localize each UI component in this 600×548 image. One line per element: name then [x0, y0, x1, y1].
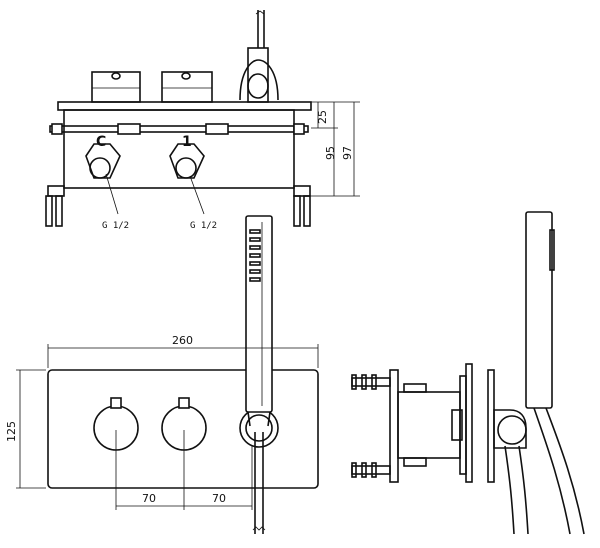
- outlet-1-label: 1: [182, 134, 192, 150]
- side-body: [397, 391, 461, 459]
- top-view: C 1 G 1/2 G 1/2 25 95 97: [45, 10, 360, 231]
- top-foot-left: [47, 185, 65, 197]
- dim-width: 260: [172, 334, 193, 347]
- thread-c-label: G 1/2: [102, 221, 129, 231]
- front-view: 260 125 70 70: [5, 215, 319, 534]
- top-foot-right: [293, 185, 311, 197]
- front-plate: [47, 369, 319, 489]
- dim-spacing-right: 70: [212, 492, 226, 505]
- dim-depth-total: 97: [341, 146, 354, 160]
- side-view: [351, 211, 585, 535]
- side-bolt-top: [351, 377, 391, 387]
- side-flange: [459, 375, 467, 475]
- hand-shower-nozzles: [249, 229, 261, 282]
- outlet-c-bore: [89, 157, 111, 179]
- side-hand-shower: [525, 211, 553, 409]
- front-knob-right-marker: [178, 397, 190, 409]
- outlet-1-bore: [175, 157, 197, 179]
- thread-1-label: G 1/2: [190, 221, 217, 231]
- outlet-1-hex: [169, 143, 205, 179]
- dim-spacing-left: 70: [142, 492, 156, 505]
- side-bolt-bottom: [351, 465, 391, 475]
- dim-depth-small: 25: [316, 110, 329, 124]
- outlet-c-label: C: [96, 134, 106, 150]
- front-knob-left-marker: [110, 397, 122, 409]
- top-cover-plate: [57, 101, 312, 111]
- top-mounting-rail: [49, 125, 309, 133]
- top-body-box: [63, 109, 295, 189]
- side-plate: [487, 369, 495, 483]
- top-knob-right: [161, 71, 213, 103]
- outlet-c-hex: [85, 143, 121, 179]
- dim-height: 125: [5, 421, 18, 442]
- side-bracket: [389, 369, 399, 483]
- side-holder: [493, 409, 527, 449]
- dim-depth-mid: 95: [324, 146, 337, 160]
- top-knob-left: [91, 71, 141, 103]
